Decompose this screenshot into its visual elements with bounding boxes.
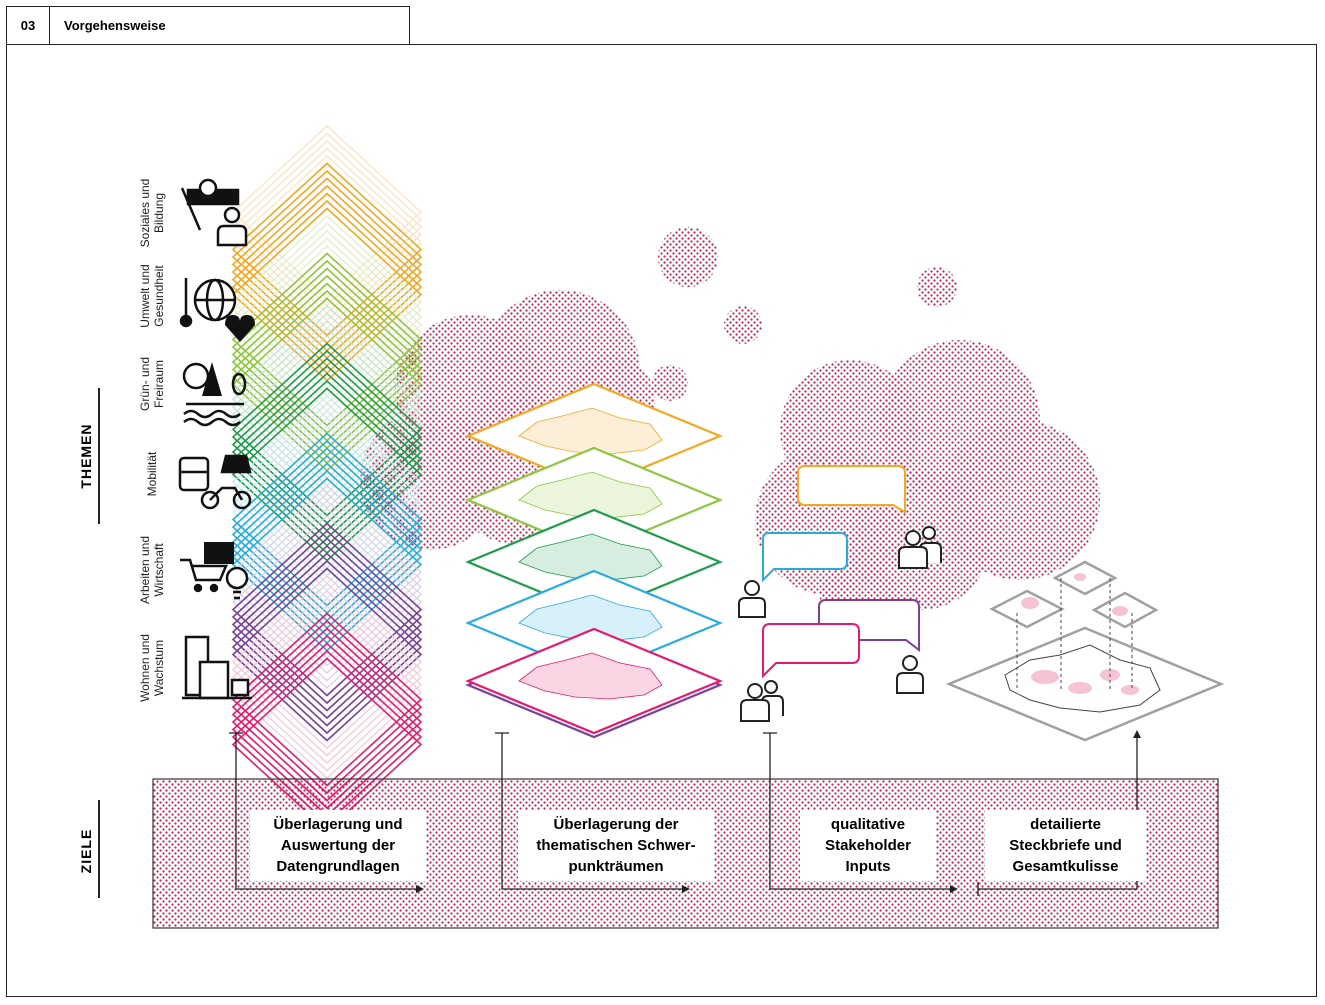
goals-section-label: ZIELE bbox=[78, 828, 94, 874]
section-title: Vorgehensweise bbox=[64, 18, 166, 33]
theme-layer bbox=[231, 522, 423, 697]
theme-layer bbox=[231, 567, 423, 742]
thematic-map-layer bbox=[465, 569, 723, 677]
section-number: 03 bbox=[7, 7, 50, 44]
social-education-icon bbox=[180, 178, 248, 247]
speech-bubble-pink bbox=[762, 623, 860, 679]
city-outline bbox=[1004, 644, 1161, 713]
diagram-frame bbox=[6, 44, 1317, 997]
people-icons bbox=[738, 526, 942, 722]
group-icon bbox=[898, 526, 942, 569]
mobility-icon bbox=[178, 454, 252, 510]
stakeholder-group bbox=[762, 465, 920, 679]
detail-tile-left bbox=[989, 589, 1065, 629]
section-header: 03 Vorgehensweise bbox=[6, 6, 410, 44]
theme-layer bbox=[232, 597, 422, 772]
themes-section-label: THEMEN bbox=[78, 423, 94, 489]
group-icon bbox=[740, 680, 784, 722]
thematic-map-layer bbox=[465, 446, 723, 554]
theme-layer bbox=[232, 605, 422, 779]
connector-3 bbox=[763, 732, 952, 890]
speech-bubble-blue bbox=[762, 532, 848, 583]
themes-divider bbox=[98, 388, 100, 524]
hotspot-areas bbox=[1021, 573, 1139, 695]
theme-layer bbox=[232, 515, 422, 689]
map-layer-stack bbox=[465, 382, 723, 739]
theme-layer bbox=[231, 559, 423, 735]
housing-growth-icon bbox=[182, 635, 252, 700]
thematic-map-layer bbox=[465, 627, 723, 735]
connector-1 bbox=[229, 732, 418, 890]
arrow-heads bbox=[416, 730, 1141, 893]
arrow-head-3 bbox=[950, 885, 958, 893]
theme-layer bbox=[232, 500, 422, 674]
speech-bubble-orange bbox=[797, 465, 906, 514]
theme-label: Mobilität bbox=[145, 451, 159, 497]
work-economy-icon bbox=[180, 542, 249, 600]
theme-layer bbox=[231, 552, 423, 727]
connector-4 bbox=[977, 737, 1138, 896]
green-space-icon bbox=[182, 362, 247, 427]
person-icon bbox=[738, 580, 766, 618]
arrow-head-1 bbox=[416, 885, 424, 893]
theme-layer bbox=[231, 529, 423, 705]
arrow-head-4 bbox=[1133, 730, 1141, 738]
overall-map bbox=[945, 560, 1225, 742]
thematic-map-layer bbox=[465, 382, 723, 490]
connector-2 bbox=[495, 732, 684, 890]
theme-layer bbox=[231, 537, 423, 712]
projection-lines bbox=[1016, 578, 1133, 690]
person-icon bbox=[896, 655, 924, 694]
theme-layer bbox=[232, 507, 422, 682]
theme-layer bbox=[232, 590, 422, 764]
theme-layer bbox=[232, 582, 422, 757]
arrow-head-2 bbox=[682, 885, 690, 893]
theme-layer-stack bbox=[231, 125, 423, 832]
environment-health-icon bbox=[179, 278, 255, 342]
theme-layer bbox=[232, 492, 422, 667]
goals-divider bbox=[98, 800, 100, 898]
step-connectors bbox=[229, 732, 1138, 896]
theme-layer bbox=[231, 544, 423, 720]
theme-layer bbox=[232, 575, 422, 749]
